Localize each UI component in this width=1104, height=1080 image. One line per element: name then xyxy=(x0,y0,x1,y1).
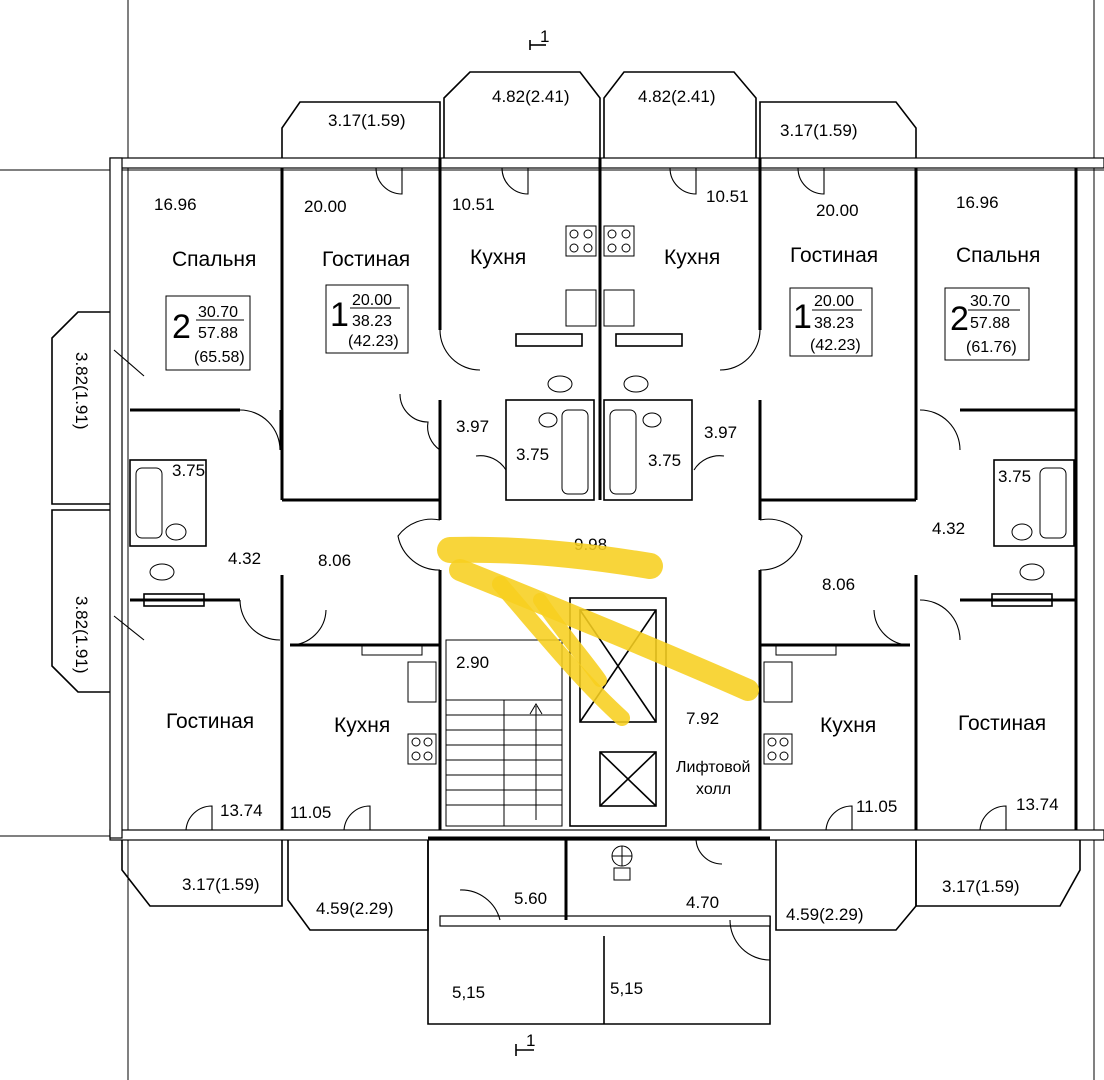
area-label: 3.97 xyxy=(456,417,489,436)
loggia-area-label: 4.59(2.29) xyxy=(316,899,394,918)
area-label: 16.96 xyxy=(956,193,999,212)
room-name: Спальня xyxy=(956,244,1040,267)
area-label: 3.75 xyxy=(648,451,681,470)
apt-rooms: 2 xyxy=(172,308,191,346)
apartment-4-summary: 2 30.70 57.88 (61.76) xyxy=(950,293,1017,356)
apt-living-area: 30.70 xyxy=(198,304,238,321)
highlight-arrow xyxy=(437,536,759,726)
balcony-area-label: 3.17(1.59) xyxy=(942,877,1020,896)
bay-area-label: 4.82(2.41) xyxy=(638,87,716,106)
area-label: 20.00 xyxy=(816,201,859,220)
area-label: 3.97 xyxy=(704,423,737,442)
bottom-loggias xyxy=(121,840,1081,1025)
room-name: Гостиная xyxy=(790,244,878,267)
apt-living-area: 30.70 xyxy=(970,293,1010,310)
room-name: Кухня xyxy=(470,246,526,269)
apt-rooms: 1 xyxy=(330,296,349,334)
apartment-2-summary: 1 20.00 38.23 (42.23) xyxy=(330,292,399,350)
section-mark-top: 1 xyxy=(529,27,549,50)
interior-walls xyxy=(130,168,1078,920)
top-balconies xyxy=(281,71,917,158)
room-name: Лифтовой xyxy=(676,759,750,776)
apartment-boxes xyxy=(165,284,1030,371)
area-label: 10.51 xyxy=(452,195,495,214)
balcony-labels: 3.17(1.59) 4.82(2.41) 4.82(2.41) 3.17(1.… xyxy=(72,87,1020,924)
balcony-area-label: 3.17(1.59) xyxy=(328,111,406,130)
staircase xyxy=(445,639,563,827)
loggia-area-label: 4.59(2.29) xyxy=(786,905,864,924)
apt-total-area: 38.23 xyxy=(814,315,854,332)
room-name: Гостиная xyxy=(322,248,410,271)
area-label: 3.75 xyxy=(172,461,205,480)
room-name: Кухня xyxy=(820,714,876,737)
balcony-area-label: 3.17(1.59) xyxy=(780,121,858,140)
balcony-area-label: 3.17(1.59) xyxy=(182,875,260,894)
loggia-area-label: 3.82(1.91) xyxy=(72,596,91,674)
room-name: Спальня xyxy=(172,248,256,271)
room-name: Кухня xyxy=(334,714,390,737)
area-label: 10.51 xyxy=(706,187,749,206)
area-label: 11.05 xyxy=(856,797,897,816)
area-label: 11.05 xyxy=(290,803,331,822)
apt-rooms: 2 xyxy=(950,300,969,338)
area-label: 8.06 xyxy=(318,551,351,570)
kitchen-fixtures xyxy=(361,225,837,765)
area-label: 5,15 xyxy=(452,983,485,1002)
area-label: 13.74 xyxy=(220,801,263,820)
bathrooms xyxy=(129,333,1075,607)
room-name: Гостиная xyxy=(166,710,254,733)
room-areas: 16.96 20.00 10.51 10.51 20.00 16.96 3.75… xyxy=(154,187,1059,1002)
area-label: 8.06 xyxy=(822,575,855,594)
apt-living-area: 20.00 xyxy=(814,293,854,310)
bay-area-label: 4.82(2.41) xyxy=(492,87,570,106)
room-names: Спальня Гостиная Кухня Кухня Гостиная Сп… xyxy=(166,244,1046,798)
section-mark-label: 1 xyxy=(540,27,549,46)
apartment-1-summary: 2 30.70 57.88 (65.58) xyxy=(172,304,245,366)
room-name: холл xyxy=(696,781,731,798)
apt-balcony-area: (42.23) xyxy=(810,337,861,354)
area-label: 2.90 xyxy=(456,653,489,672)
apt-balcony-area: (42.23) xyxy=(348,333,399,350)
area-label: 16.96 xyxy=(154,195,197,214)
apt-living-area: 20.00 xyxy=(352,292,392,309)
area-label: 13.74 xyxy=(1016,795,1059,814)
area-label: 5.60 xyxy=(514,889,547,908)
apt-balcony-area: (61.76) xyxy=(966,339,1017,356)
lift-shafts xyxy=(569,597,667,827)
area-label: 3.75 xyxy=(998,467,1031,486)
utility-symbol xyxy=(611,845,633,881)
area-label: 3.75 xyxy=(516,445,549,464)
room-name: Кухня xyxy=(664,246,720,269)
apt-total-area: 38.23 xyxy=(352,313,392,330)
exterior-walls xyxy=(109,157,1104,841)
apt-total-area: 57.88 xyxy=(970,315,1010,332)
area-label: 4.70 xyxy=(686,893,719,912)
apartment-3-summary: 1 20.00 38.23 (42.23) xyxy=(793,293,861,354)
area-label: 20.00 xyxy=(304,197,347,216)
doors xyxy=(113,167,1007,961)
section-mark-label: 1 xyxy=(526,1031,535,1050)
area-label: 5,15 xyxy=(610,979,643,998)
loggia-area-label: 3.82(1.91) xyxy=(72,352,91,430)
section-mark-bottom: 1 xyxy=(515,1031,535,1056)
apt-balcony-area: (65.58) xyxy=(194,349,245,366)
apt-rooms: 1 xyxy=(793,298,812,336)
room-name: Гостиная xyxy=(958,712,1046,735)
area-label: 4.32 xyxy=(932,519,965,538)
left-loggias xyxy=(51,311,110,693)
apt-total-area: 57.88 xyxy=(198,325,238,342)
area-label: 7.92 xyxy=(686,709,719,728)
area-label: 4.32 xyxy=(228,549,261,568)
